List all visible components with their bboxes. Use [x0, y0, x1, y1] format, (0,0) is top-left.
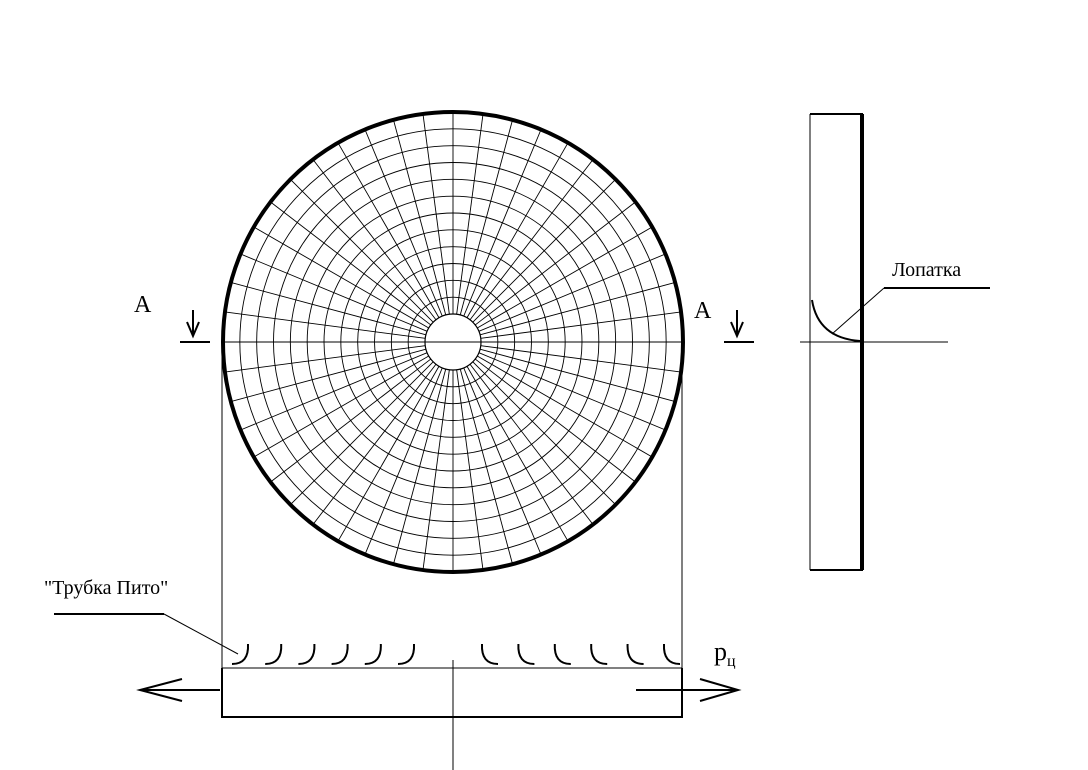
blade-shape [811, 299, 861, 342]
pitot-tube [397, 643, 416, 665]
pitot-tube [553, 643, 571, 665]
blade-leader [831, 287, 885, 335]
pitot-tube [298, 643, 316, 665]
bottom-view: "Трубка Пито" pц [44, 577, 742, 770]
section-marker-left: А [134, 292, 210, 343]
pitot-tube [480, 643, 499, 665]
pitot-tube [364, 643, 382, 665]
arrow-right [636, 678, 742, 702]
pitot-tube [265, 643, 283, 665]
pitot-tube [626, 643, 644, 665]
pressure-label: pц [714, 637, 736, 670]
side-view: Лопатка [800, 113, 990, 571]
pitot-tube [231, 643, 250, 665]
section-label-right: А [694, 298, 712, 324]
pitot-tube [590, 643, 608, 665]
pressure-sub: ц [727, 653, 736, 670]
pitot-tube [331, 643, 349, 665]
pitot-tube [517, 643, 535, 665]
pitot-leader [163, 613, 239, 655]
blade-label: Лопатка [892, 259, 961, 281]
pitot-tube [662, 643, 681, 665]
section-label-left: А [134, 292, 152, 318]
arrow-left [136, 678, 220, 702]
section-marker-right: А [694, 298, 754, 343]
pitot-tubes [231, 643, 681, 665]
pitot-label: "Трубка Пито" [44, 577, 168, 599]
pressure-main: p [714, 637, 727, 666]
